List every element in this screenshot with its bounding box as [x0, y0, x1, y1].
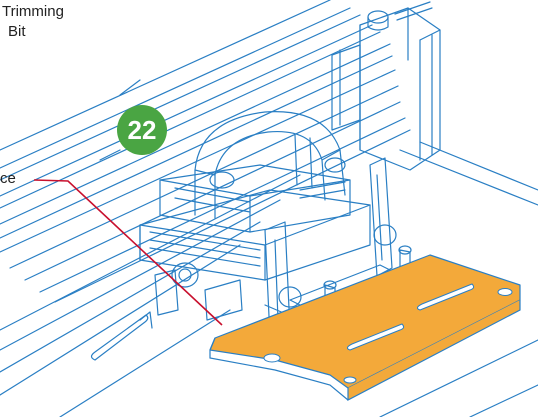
sole-plate: [209, 254, 521, 401]
trimming-label: Trimming: [2, 3, 64, 20]
rail-extrusion: [0, 0, 411, 303]
table-slots: [90, 311, 153, 361]
leader-line: [33, 179, 223, 326]
router-motor: [331, 1, 441, 171]
face-label: ce: [0, 170, 16, 187]
step-number-badge: 22: [117, 105, 167, 155]
bit-label: Bit: [8, 23, 26, 40]
carriage: [139, 111, 371, 281]
